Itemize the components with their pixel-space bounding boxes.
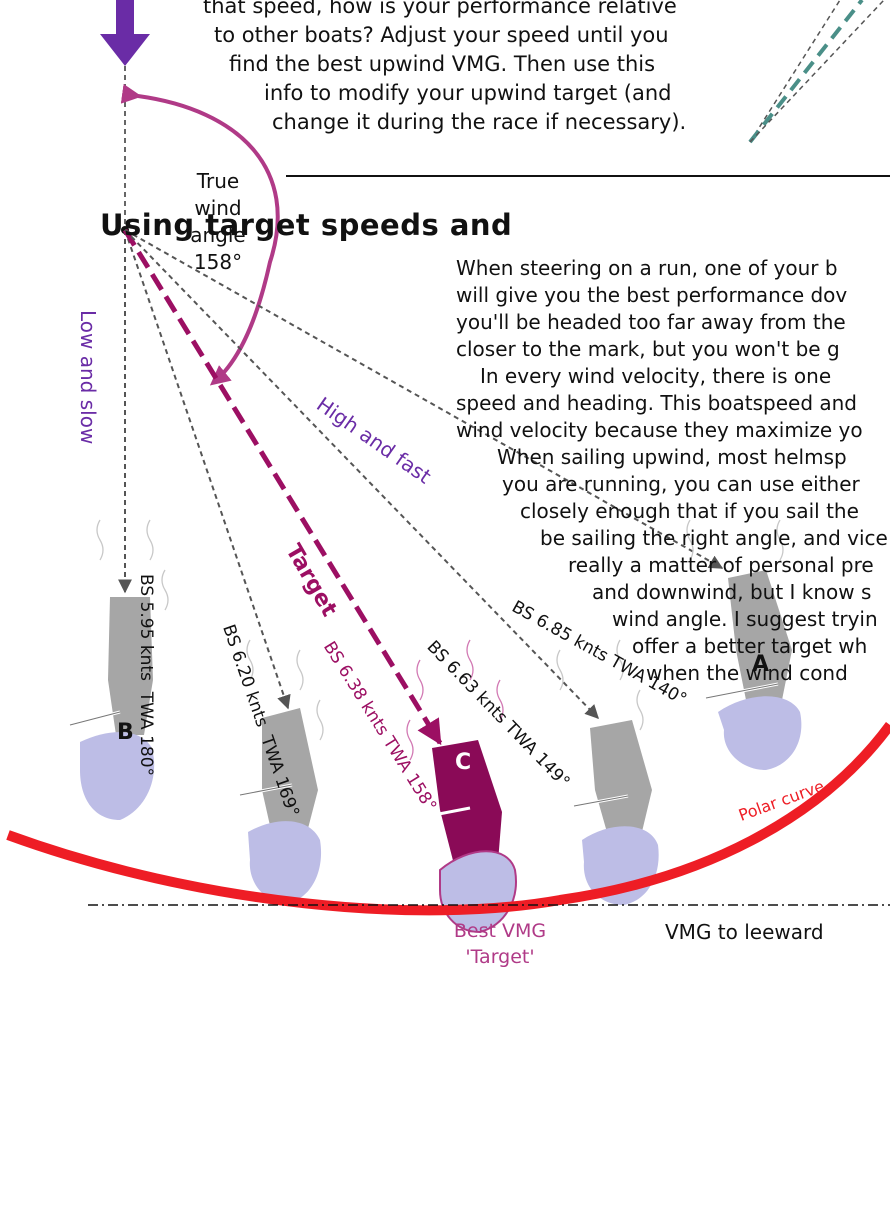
body-line: When steering on a run, one of your b xyxy=(456,256,838,280)
body-line: will give you the best performance dov xyxy=(456,283,848,307)
boat-letter-c: C xyxy=(455,750,472,775)
boat-letter-a: A xyxy=(752,652,770,677)
upwind-diagram-fragment xyxy=(748,0,885,144)
section-heading: Using target speeds and xyxy=(100,208,513,242)
best-vmg-line: Best VMG xyxy=(453,920,547,942)
twa-label-line: wind xyxy=(194,196,242,220)
boat-b xyxy=(69,597,155,820)
boat-letter-b: B xyxy=(117,720,134,745)
heading-line-140 xyxy=(124,229,724,569)
body-line: When sailing upwind, most helmsp xyxy=(497,445,847,469)
vmg-axis-label: VMG to leeward xyxy=(665,920,824,944)
body-line: and downwind, but I know s xyxy=(592,580,872,604)
best-vmg-line: 'Target' xyxy=(465,946,535,968)
boat-169 xyxy=(239,708,322,903)
twa-label-line: True xyxy=(196,169,240,193)
body-line: you are running, you can use either xyxy=(502,472,860,496)
twa-label-value: 158° xyxy=(193,250,243,274)
body-line: In every wind velocity, there is one xyxy=(480,364,832,388)
heading-line-158-target xyxy=(122,228,443,746)
best-vmg-label: Best VMG 'Target' xyxy=(440,918,560,970)
wind-arrow-icon xyxy=(100,0,150,66)
body-line: wind velocity because they maximize yo xyxy=(456,418,863,442)
intro-line: to other boats? Adjust your speed until … xyxy=(214,23,669,47)
body-line: speed and heading. This boatspeed and xyxy=(456,391,857,415)
body-line: closely enough that if you sail the xyxy=(520,499,859,523)
boat-a xyxy=(705,570,802,770)
intro-line: info to modify your upwind target (and xyxy=(264,81,672,105)
body-line: be sailing the right angle, and vice xyxy=(540,526,888,550)
body-line: really a matter of personal pre xyxy=(568,553,874,577)
intro-line: find the best upwind VMG. Then use this xyxy=(229,52,656,76)
target-wind-ripples xyxy=(406,639,504,761)
body-line: offer a better target wh xyxy=(632,634,868,658)
intro-line: change it during the race if necessary). xyxy=(272,110,687,134)
heading-label-180: BS 5.95 knts TWA 180° xyxy=(136,574,156,776)
body-line: closer to the mark, but you won't be g xyxy=(456,337,840,361)
intro-line: that speed, how is your performance rela… xyxy=(203,0,677,18)
boatspeed-value: BS 5.95 knts xyxy=(136,574,156,681)
low-and-slow-label: Low and slow xyxy=(76,310,100,445)
wind-ripples xyxy=(96,519,784,741)
polar-curve xyxy=(6,722,890,916)
body-line: wind angle. I suggest tryin xyxy=(612,607,878,631)
twa-label-line: angle xyxy=(190,223,246,247)
body-line: you'll be headed too far away from the xyxy=(456,310,846,334)
true-wind-angle-arrow xyxy=(120,83,280,386)
twa-value: TWA 180° xyxy=(136,691,156,777)
true-wind-angle-label: True wind angle 158° xyxy=(180,168,256,276)
heading-line-169 xyxy=(124,229,291,710)
body-line: when the wind cond xyxy=(646,661,848,685)
